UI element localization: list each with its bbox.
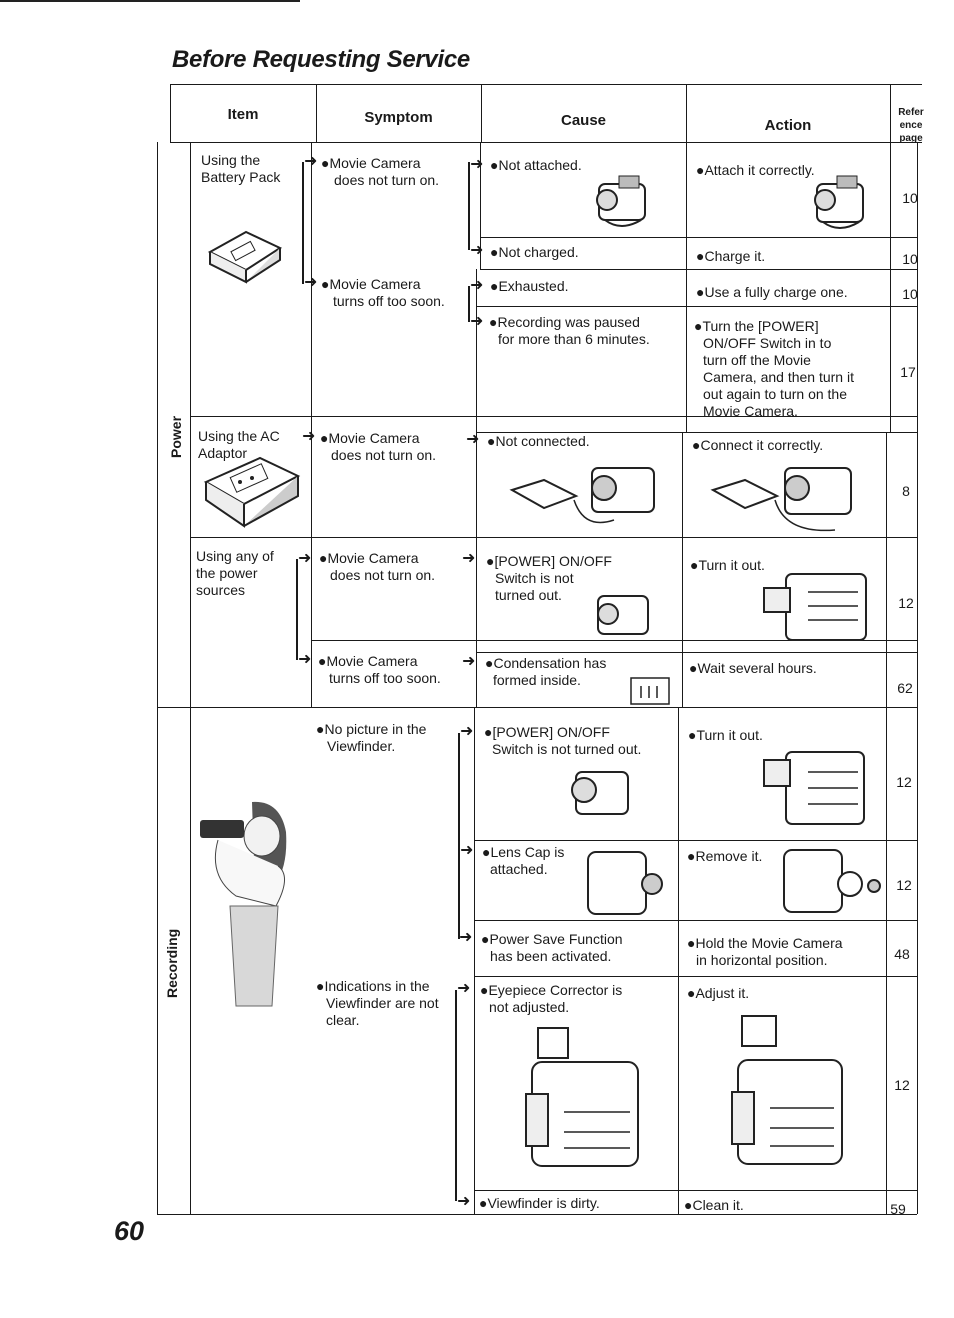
arrow-icon: ➜	[298, 651, 312, 668]
ref-page-8: 12	[896, 774, 912, 790]
arrow-icon: ➜	[470, 156, 484, 173]
header-item: Item	[227, 106, 259, 123]
ref-page-6: 12	[898, 595, 914, 611]
ref-page-4: 17	[900, 364, 916, 380]
camcorder-lens-cap-icon	[587, 851, 663, 915]
ac-adaptor-icon	[203, 456, 301, 528]
ref-page-2: 10	[902, 251, 918, 267]
ref-page-10: 48	[894, 946, 910, 962]
arrow-icon: ➜	[470, 277, 484, 294]
action-7: ●Wait several hours.	[689, 660, 817, 676]
cause-2: ●Not charged.	[490, 244, 579, 260]
arrow-icon: ➜	[457, 980, 471, 997]
header-action: Action	[764, 117, 812, 134]
action-6: ●Turn it out.	[690, 557, 765, 573]
condensation-icon	[630, 677, 670, 705]
arrow-icon: ➜	[470, 242, 484, 259]
page-title: Before Requesting Service	[172, 46, 470, 73]
camcorder-switch-icon	[763, 573, 867, 641]
arrow-icon: ➜	[304, 274, 318, 291]
arrow-icon: ➜	[304, 153, 318, 170]
category-recording: Recording	[164, 928, 180, 998]
camcorder-eyepiece-icon	[731, 1015, 843, 1165]
top-rule	[0, 0, 300, 2]
camcorder-lens-cap-icon	[783, 849, 881, 913]
ref-page-11: 12	[894, 1077, 910, 1093]
arrow-icon: ➜	[459, 929, 473, 946]
camcorder-icon	[597, 595, 649, 635]
action-3: ●Use a fully charge one.	[696, 284, 848, 300]
arrow-icon: ➜	[302, 428, 316, 445]
ref-page-9: 12	[896, 877, 912, 893]
action-2: ●Charge it.	[696, 248, 766, 264]
action-1: ●Attach it correctly.	[696, 162, 815, 178]
arrow-icon: ➜	[457, 1193, 471, 1210]
battery-pack-icon	[207, 230, 283, 284]
arrow-icon: ➜	[470, 313, 484, 330]
cause-5: ●Not connected.	[487, 433, 590, 449]
person-filming-icon	[200, 801, 287, 1007]
arrow-icon: ➜	[466, 431, 480, 448]
camcorder-icon	[596, 175, 646, 227]
action-9: ●Remove it.	[687, 848, 763, 864]
camcorder-switch-icon	[763, 751, 865, 825]
arrow-icon: ➜	[460, 842, 474, 859]
action-8: ●Turn it out.	[688, 727, 763, 743]
cause-3: ●Exhausted.	[490, 278, 569, 294]
header-cause: Cause	[560, 112, 607, 129]
action-11: ●Adjust it.	[687, 985, 750, 1001]
category-power: Power	[168, 415, 184, 458]
arrow-icon: ➜	[462, 653, 476, 670]
camcorder-eyepiece-icon	[525, 1027, 639, 1167]
action-5: ●Connect it correctly.	[692, 437, 824, 453]
camcorder-icon	[571, 771, 629, 815]
action-12: ●Clean it.	[684, 1197, 744, 1213]
ref-page-1: 10	[902, 190, 918, 206]
ref-page-3: 10	[902, 286, 918, 302]
ref-page-5: 8	[902, 483, 910, 499]
page-number: 60	[114, 1216, 145, 1246]
arrow-icon: ➜	[462, 550, 476, 567]
camcorder-adaptor-icon	[509, 467, 655, 524]
header-symptom: Symptom	[364, 109, 433, 126]
camcorder-icon	[814, 175, 864, 229]
cause-1: ●Not attached.	[490, 157, 582, 173]
arrow-icon: ➜	[460, 723, 474, 740]
arrow-icon: ➜	[298, 550, 312, 567]
ref-page-7: 62	[897, 680, 913, 696]
cause-12: ●Viewfinder is dirty.	[479, 1195, 600, 1211]
ref-page-12: 59	[890, 1201, 906, 1217]
camcorder-adaptor-icon	[710, 467, 852, 532]
